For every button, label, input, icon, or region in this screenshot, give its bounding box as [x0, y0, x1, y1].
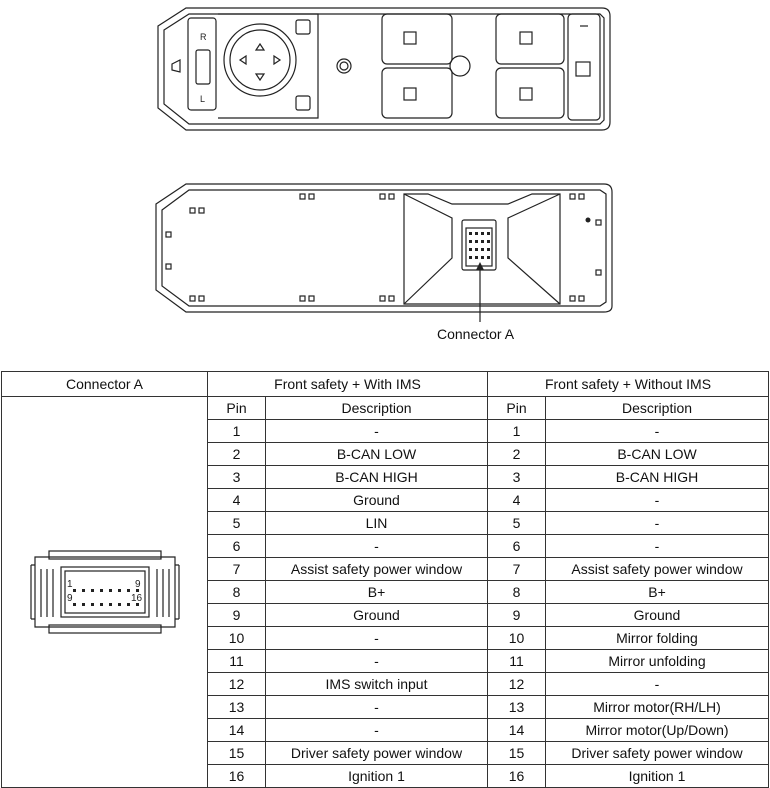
cell-description-without: -: [545, 672, 769, 696]
connector-a-drawing-cell: 1 9 9 16: [1, 396, 208, 788]
switch-bottom-view: [155, 183, 613, 313]
cell-pin-with: 10: [207, 626, 266, 650]
cell-description-with: B-CAN LOW: [265, 442, 488, 466]
cell-pin-with: 4: [207, 488, 266, 512]
cell-description-without: Assist safety power window: [545, 557, 769, 581]
table-header-row: Connector A Front safety + With IMS Fron…: [1, 371, 769, 397]
connector-a-callout-label: Connector A: [437, 326, 515, 342]
cell-description-without: Mirror motor(RH/LH): [545, 695, 769, 719]
cell-pin-with: 14: [207, 718, 266, 742]
cell-description-with: B+: [265, 580, 488, 604]
cell-pin-with: 12: [207, 672, 266, 696]
cell-pin-with: 7: [207, 557, 266, 581]
cell-pin-without: 6: [487, 534, 546, 558]
connector-pin-label-9-top: 9: [135, 579, 141, 590]
cell-description-with: -: [265, 695, 488, 719]
header-connector: Connector A: [1, 371, 208, 397]
cell-description-without: Mirror motor(Up/Down): [545, 718, 769, 742]
cell-description-without: B-CAN LOW: [545, 442, 769, 466]
cell-description-with: Ground: [265, 488, 488, 512]
cell-description-with: Assist safety power window: [265, 557, 488, 581]
cell-description-without: -: [545, 511, 769, 535]
cell-pin-with: 6: [207, 534, 266, 558]
connector-pin-label-1: 1: [67, 579, 73, 590]
cell-description-with: -: [265, 649, 488, 673]
cell-description-with: B-CAN HIGH: [265, 465, 488, 489]
cell-pin-without: 9: [487, 603, 546, 627]
cell-pin-without: 2: [487, 442, 546, 466]
cell-pin-without: 14: [487, 718, 546, 742]
cell-description-with: Ignition 1: [265, 764, 488, 788]
cell-description-without: B+: [545, 580, 769, 604]
cell-pin-without: 3: [487, 465, 546, 489]
cell-description-with: Ground: [265, 603, 488, 627]
cell-pin-with: 1: [207, 419, 266, 443]
cell-description-with: -: [265, 718, 488, 742]
table-subheader-row: 1 9 9 16 Pin Description Pin Description: [1, 396, 769, 788]
cell-pin-with: 8: [207, 580, 266, 604]
cell-description-with: -: [265, 534, 488, 558]
cell-description-with: -: [265, 419, 488, 443]
cell-pin-without: 5: [487, 511, 546, 535]
cell-pin-with: 11: [207, 649, 266, 673]
subheader-pin-without: Pin: [487, 396, 546, 420]
cell-description-without: -: [545, 488, 769, 512]
subheader-description-without: Description: [545, 396, 769, 420]
cell-pin-without: 10: [487, 626, 546, 650]
switch-top-view: [157, 7, 611, 131]
cell-pin-with: 5: [207, 511, 266, 535]
cell-description-without: -: [545, 419, 769, 443]
cell-pin-without: 4: [487, 488, 546, 512]
cell-pin-with: 9: [207, 603, 266, 627]
cell-description-with: -: [265, 626, 488, 650]
connector-pin-label-9: 9: [67, 593, 73, 604]
cell-pin-with: 15: [207, 741, 266, 765]
cell-description-with: LIN: [265, 511, 488, 535]
cell-pin-with: 16: [207, 764, 266, 788]
subheader-description-with: Description: [265, 396, 488, 420]
cell-pin-without: 7: [487, 557, 546, 581]
switch-label-r: R: [200, 32, 207, 42]
cell-pin-without: 11: [487, 649, 546, 673]
header-group-without-ims: Front safety + Without IMS: [487, 371, 769, 397]
cell-pin-without: 1: [487, 419, 546, 443]
cell-pin-with: 3: [207, 465, 266, 489]
connector-pin-table: Connector A Front safety + With IMS Fron…: [1, 371, 769, 788]
header-group-with-ims: Front safety + With IMS: [207, 371, 488, 397]
connector-pin-label-16: 16: [131, 593, 143, 604]
cell-pin-without: 12: [487, 672, 546, 696]
subheader-pin-with: Pin: [207, 396, 266, 420]
cell-pin-without: 13: [487, 695, 546, 719]
cell-description-with: Driver safety power window: [265, 741, 488, 765]
connector-pin-dots: [469, 232, 490, 259]
cell-description-without: Ground: [545, 603, 769, 627]
cell-pin-with: 2: [207, 442, 266, 466]
cell-description-without: Mirror folding: [545, 626, 769, 650]
cell-description-without: Ignition 1: [545, 764, 769, 788]
cell-pin-with: 13: [207, 695, 266, 719]
cell-pin-without: 8: [487, 580, 546, 604]
cell-description-without: B-CAN HIGH: [545, 465, 769, 489]
cell-description-with: IMS switch input: [265, 672, 488, 696]
switch-assembly-diagram: R L: [155, 7, 613, 322]
cell-pin-without: 16: [487, 764, 546, 788]
switch-label-l: L: [200, 94, 205, 104]
cell-description-without: Driver safety power window: [545, 741, 769, 765]
cell-pin-without: 15: [487, 741, 546, 765]
cell-description-without: -: [545, 534, 769, 558]
connector-a-face-drawing: 1 9 9 16: [29, 550, 180, 634]
cell-description-without: Mirror unfolding: [545, 649, 769, 673]
